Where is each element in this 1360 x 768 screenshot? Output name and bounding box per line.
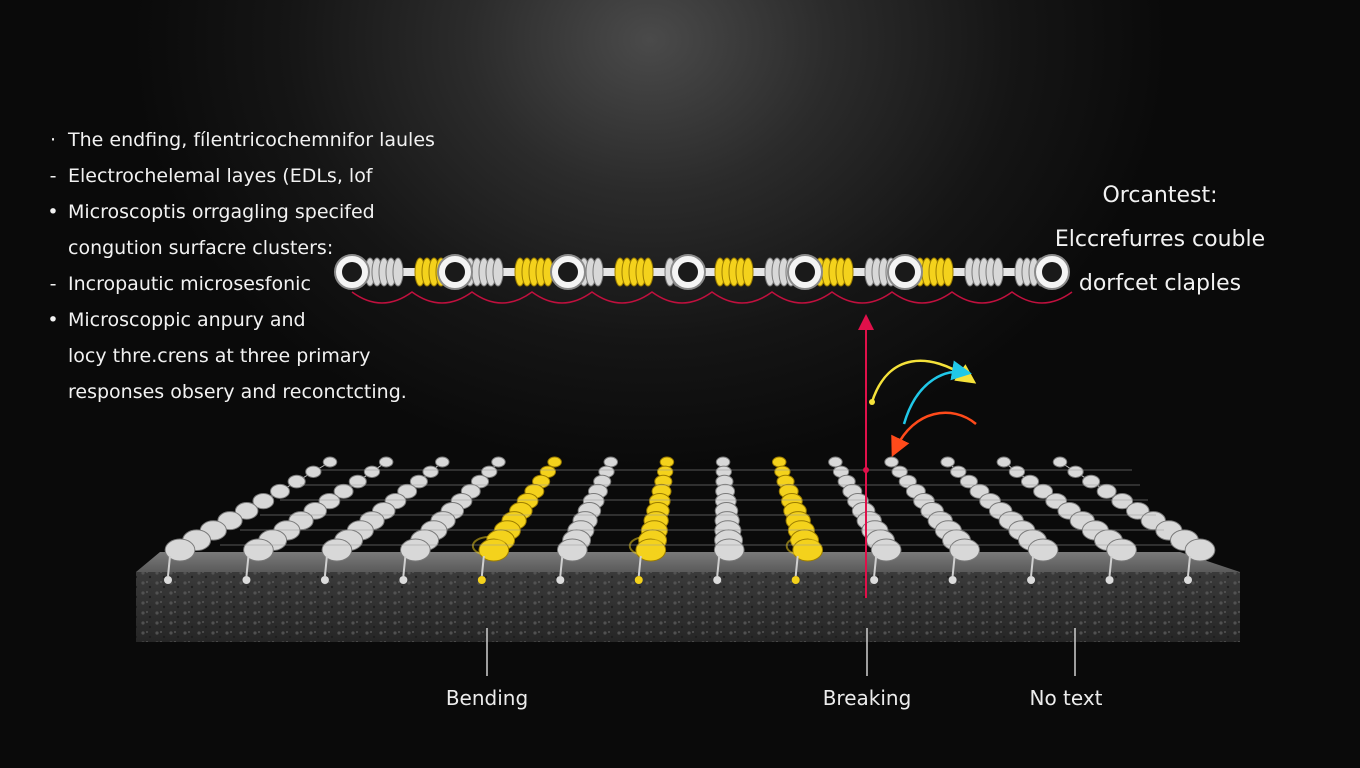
side-note-line-2: Elccrefurres couble [1054, 227, 1266, 252]
bullet-item: ·The endfing, fílentricochemnifor laules [49, 129, 435, 151]
chain-coil [464, 257, 504, 287]
coil-row [996, 456, 1137, 584]
orange-curved-arrow [891, 411, 977, 458]
breaking-arrow [858, 314, 874, 598]
chain-coil [514, 257, 554, 287]
curved-arrows-group [869, 359, 977, 458]
bullet-item: •Microscoppic anpury and [47, 309, 306, 331]
side-note-line-3: dorfcet claples [1078, 271, 1242, 296]
label-breaking: Breaking [822, 686, 912, 710]
substrate-slab [136, 552, 1240, 642]
yellow-curved-arrow [870, 359, 977, 403]
bullet-continuation: locy thre.crens at three primary [68, 345, 371, 367]
coil-row [940, 456, 1059, 584]
coil-row [628, 456, 675, 584]
side-note-line-1: Orcantest: [1102, 183, 1218, 208]
chain-coil [914, 257, 954, 287]
bullet-list: ·The endfing, fílentricochemnifor laules… [44, 122, 474, 410]
base-coil-rows [164, 456, 1216, 584]
chain-coil [714, 257, 754, 287]
coil-row [399, 456, 506, 584]
bullet-item: •Microscoptis orrgagling specifed [47, 201, 375, 223]
coil-row [1052, 456, 1216, 584]
coil-row [771, 456, 824, 584]
bullet-continuation: responses obsery and reconctcting. [68, 381, 407, 403]
chain-coil [614, 257, 654, 287]
bullet-item: -Incropautic microsesfonic [49, 273, 311, 295]
cyan-curved-arrow [902, 360, 972, 425]
coil-row [242, 456, 394, 584]
label-bending: Bending [445, 686, 529, 710]
side-note: Orcantest: Elccrefurres couble dorfcet c… [1030, 174, 1290, 306]
coil-row [556, 456, 619, 584]
bullet-continuation: congution surfacre clusters: [68, 237, 334, 259]
chain-coil [814, 257, 854, 287]
suspended-coil-chain [334, 254, 1073, 304]
bullet-item: -Electrochelemal layes (EDLs, lof [49, 165, 373, 187]
chain-coil [964, 257, 1004, 287]
coil-row [164, 456, 338, 584]
label-no-text: No text [1029, 686, 1103, 710]
